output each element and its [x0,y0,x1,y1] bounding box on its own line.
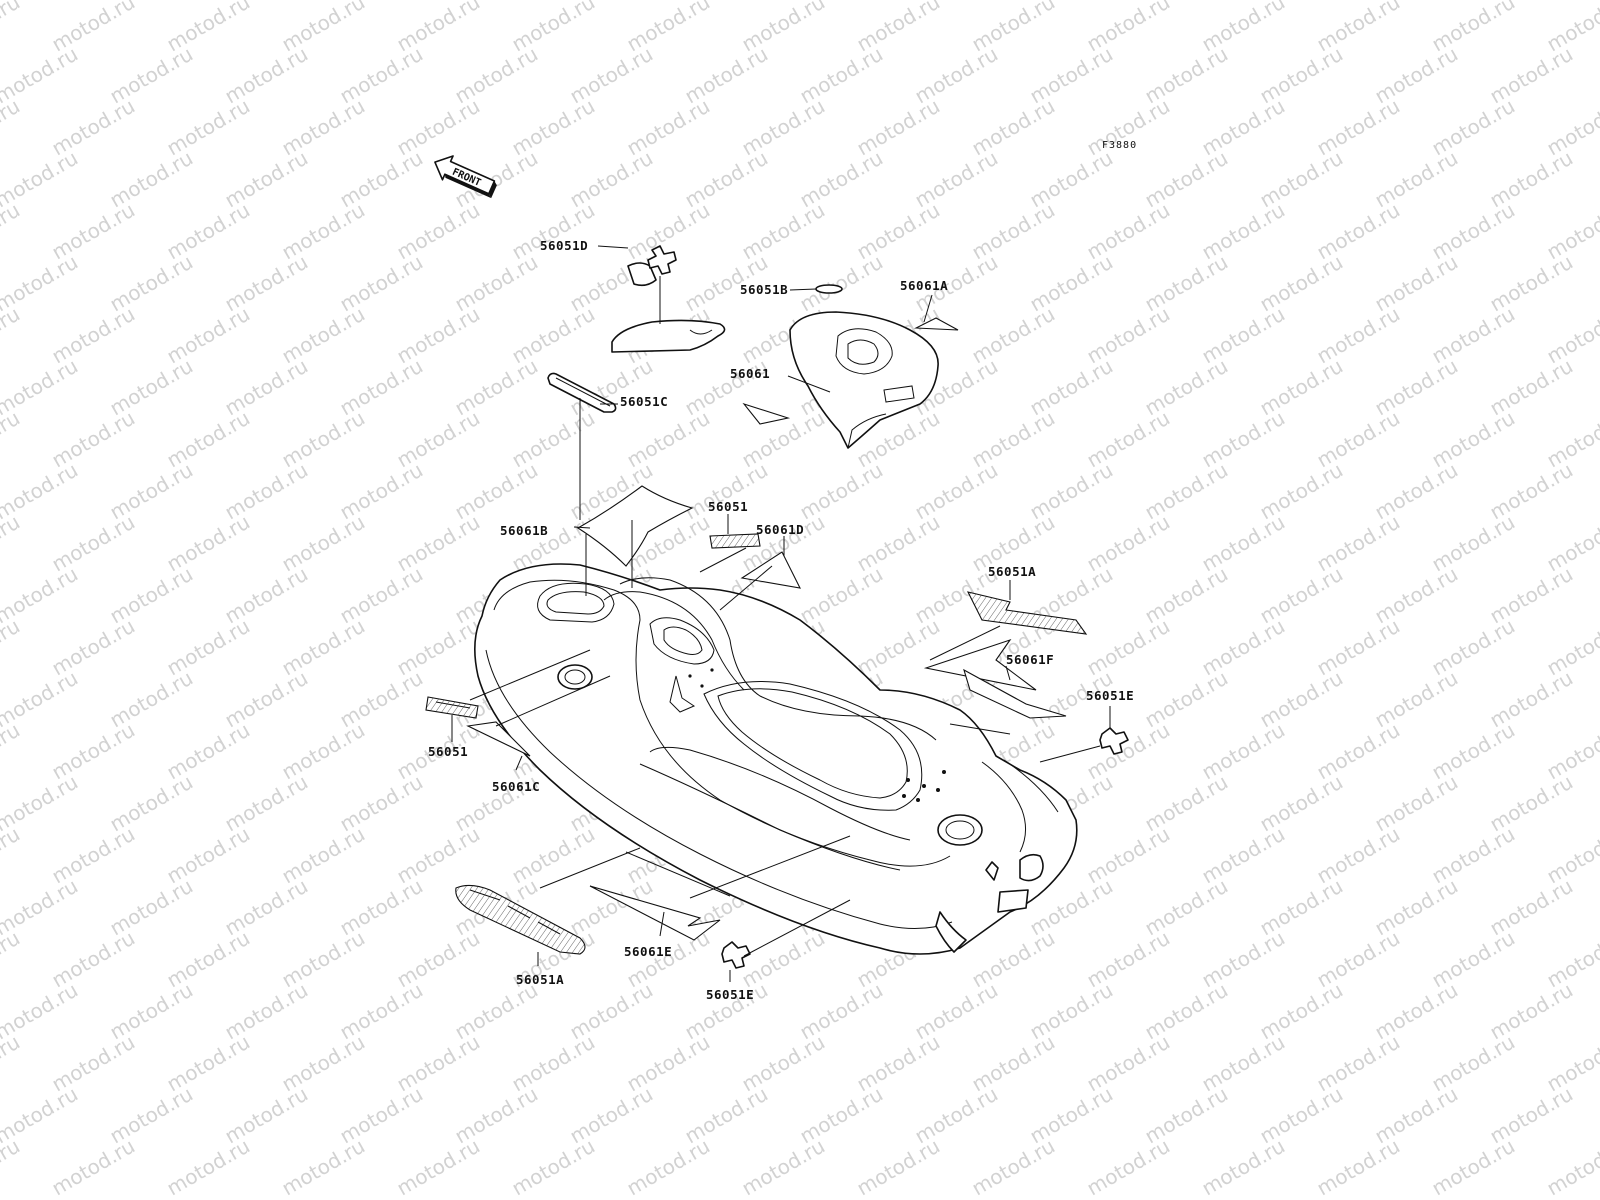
watermark-text: motod.ru [1543,1134,1600,1200]
callout-56061F: 56061F [1006,652,1054,667]
watermark-text: motod.ru [0,0,24,56]
decal-56061B [576,485,694,567]
front-arrow-icon: FRONT [434,155,497,199]
watermark-text: motod.ru [0,302,24,369]
callout-56061B: 56061B [500,523,548,538]
watermark-text: motod.ru [278,1134,369,1200]
callout-56061D: 56061D [756,522,804,537]
decal-56051-top [709,533,761,549]
watermark-text: motod.ru [48,1134,139,1200]
watermark-text: motod.ru [1543,0,1600,56]
callout-56051B: 56051B [740,282,788,297]
watermark-text: motod.ru [508,1134,599,1200]
figure-code: F3880 [1102,140,1137,151]
watermark-text: motod.ru [1543,926,1600,993]
callout-56051-left: 56051 [428,744,468,759]
decal-56051E-right-icon [1099,727,1129,755]
decal-56061C [466,721,531,757]
watermark-text: motod.ru [623,1134,714,1200]
callout-56051-top: 56051 [708,499,748,514]
callout-56051E-right: 56051E [1086,688,1134,703]
watermark-text: motod.ru [1543,510,1600,577]
decal-56051E-bottom-icon [721,941,751,969]
handlebar-pad [611,319,726,353]
callout-56051D: 56051D [540,238,588,253]
watermark-text: motod.ru [0,94,24,161]
watermark-text: motod.ru [1543,614,1600,681]
callout-56051E-bottom: 56051E [706,987,754,1002]
watermark-text: motod.ru [1313,1134,1404,1200]
watermark-text: motod.ru [0,1134,24,1200]
callout-56061C: 56061C [492,779,540,794]
watermark-text: motod.ru [0,510,24,577]
watermark-text: motod.ru [1543,406,1600,473]
watermark-text: motod.ru [1543,198,1600,265]
decal-56051A-right [966,591,1088,635]
watermark-text: motod.ru [1428,1134,1519,1200]
watermark-text: motod.ru [738,1134,829,1200]
callout-56051A-bottom: 56051A [516,972,564,987]
decal-56061E [589,885,721,941]
decal-56061A [913,317,959,331]
watermark-text: motod.ru [0,614,24,681]
leader-lines [451,245,1111,982]
steering-cover [789,284,939,449]
watermark-text: motod.ru [853,1134,944,1200]
watermark-text: motod.ru [393,1134,484,1200]
watermark-text: motod.ru [0,1030,24,1097]
watermark-text: motod.ru [968,1134,1059,1200]
callout-56061E: 56061E [624,944,672,959]
watermark-text: motod.ru [1543,718,1600,785]
decal-56051-left-logo [425,696,479,719]
decal-56061-cover [742,402,791,425]
decal-56061F [923,638,1067,735]
watermark-text: motod.ru [1543,822,1600,889]
watermark-text: motod.ru [1543,302,1600,369]
watermark-text: motod.ru [163,1134,254,1200]
decal-56051A-bottom-jetski-logo [455,884,586,955]
watermark-text: motod.ru [0,406,24,473]
watermark-text: motod.ru [1543,1030,1600,1097]
hull [474,563,1078,955]
watermark-text: motod.ru [1543,94,1600,161]
callout-labels: 56051D 56051B 56061A 56061 56051C 56061B… [428,238,1134,1002]
callout-56061A: 56061A [900,278,948,293]
watermark-text: motod.ru [1083,1134,1174,1200]
watermark-text: motod.ru [0,718,24,785]
watermark-text: motod.ru [0,926,24,993]
callout-56051A-right: 56051A [988,564,1036,579]
watermark-text: motod.ru [0,198,24,265]
callout-56061: 56061 [730,366,770,381]
watermark-text: motod.ru [1198,1134,1289,1200]
callout-56051C: 56051C [620,394,668,409]
decal-56051D-icon [627,245,677,287]
watermark-text: motod.ru [0,822,24,889]
